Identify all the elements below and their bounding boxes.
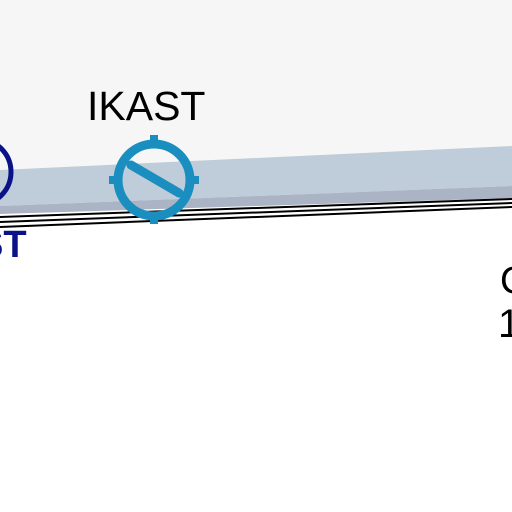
circle-marker-icon[interactable] [0, 139, 14, 205]
edge-label-2: 1 [498, 302, 512, 346]
rail-line-1 [0, 198, 512, 218]
upper-area [0, 0, 512, 170]
station-label-ikast: IKAST [87, 83, 206, 129]
slashed-circle-target-icon[interactable] [109, 135, 199, 224]
station-label-left: ST [0, 224, 27, 266]
edge-label-1: C [500, 262, 512, 300]
rail-line-3 [0, 206, 512, 228]
rail-line-2 [0, 202, 512, 223]
